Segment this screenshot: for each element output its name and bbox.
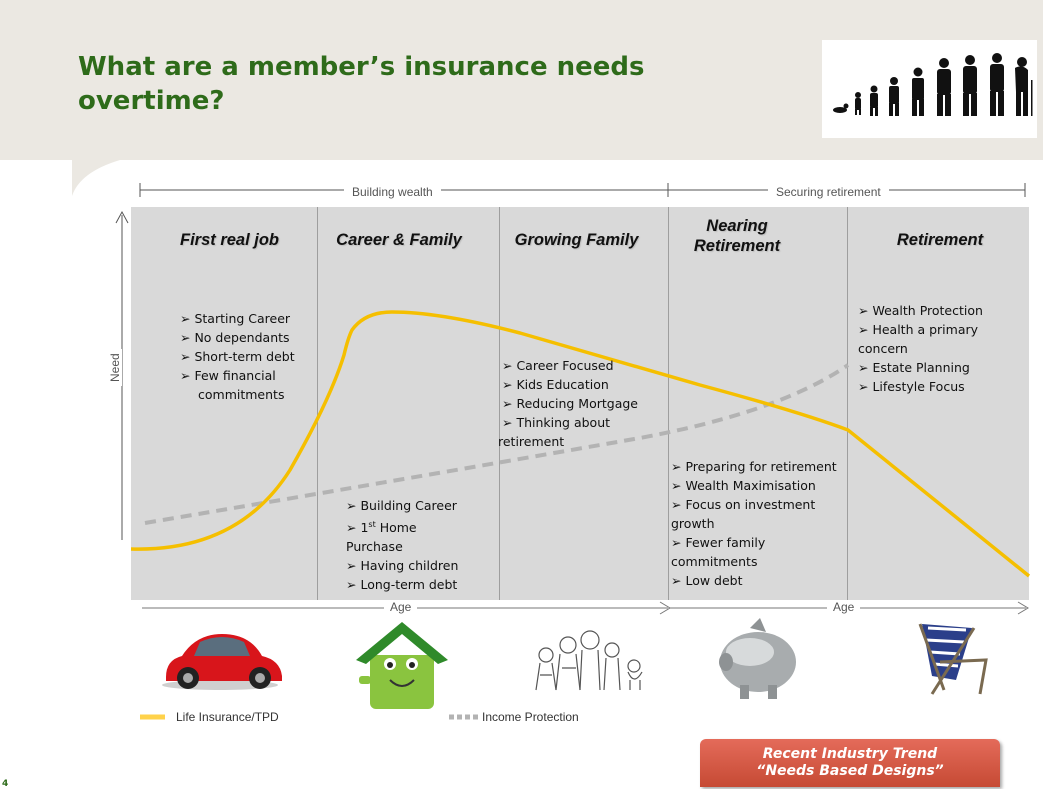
age-axis-label-right: Age [827,600,861,614]
list-item: ➢ Preparing for retirement [671,459,837,474]
list-item: ➢ Short-term debt [180,349,295,364]
list-item: ➢ Fewer family [671,535,766,550]
title-line-2: overtime? [78,86,225,116]
list-item: ➢ Career Focused [502,358,614,373]
diagram-panel [131,207,1029,600]
band-label-securing-retirement: Securing retirement [768,185,889,199]
life-insurance-line [130,310,1031,578]
list-item: commitments [671,554,758,569]
deck-chair-icon [918,623,988,695]
list-item: ➢ Wealth Protection [858,303,983,318]
stage-divider [499,207,500,600]
page-number: 4 [2,779,9,789]
list-item: ➢ Lifestyle Focus [858,379,965,394]
stage-divider [317,207,318,600]
stage-1-bullets: ➢ Starting Career ➢ No dependants ➢ Shor… [180,309,295,404]
stage-2-bullets: ➢ Building Career ➢ 1st Home Purchase ➢ … [346,496,458,594]
stage-4-bullets: ➢ Preparing for retirement ➢ Wealth Maxi… [671,457,837,590]
first-home-text: 1st Home [360,520,417,536]
legend-life-label: Life Insurance/TPD [176,710,279,724]
list-item: ➢ Health a primary [858,322,979,337]
stage-title-retirement: Retirement [896,231,984,249]
stage-5-bullets: ➢ Wealth Protection ➢ Health a primary c… [858,301,983,396]
list-item: ➢ Kids Education [502,377,609,392]
list-item: ➢ No dependants [180,330,290,345]
people-evolution-icon [822,40,1037,138]
list-item: ➢ Low debt [671,573,743,588]
list-item: Purchase [346,539,403,555]
list-item: concern [858,341,908,356]
page-title: What are a member’s insurance needs over… [78,50,645,118]
stage-divider [668,207,669,600]
stage-title-nearing-retirement: Nearing Retirement [668,216,806,256]
list-item: ➢ Focus on investment [671,497,816,512]
stage-title-first-real-job: First real job [179,231,280,249]
list-item: commitments [198,387,285,402]
badge-line-2: “Needs Based Designs” [756,763,944,779]
list-item: ➢ Long-term debt [346,577,458,593]
list-item: ➢ Few financial [180,368,276,383]
list-item: ➢ Wealth Maximisation [671,478,816,493]
stage-title-growing-family: Growing Family [514,231,639,249]
income-protection-line [144,363,850,525]
green-house-icon [356,622,448,709]
legend-income-label: Income Protection [482,710,579,724]
list-item: retirement [498,434,565,449]
family-drawing-icon [535,630,643,691]
list-item: ➢ 1st Home [346,520,417,536]
list-item: ➢ Having children [346,558,459,574]
list-item: ➢ Reducing Mortgage [502,396,638,411]
industry-trend-badge: Recent Industry Trend “Needs Based Desig… [700,739,1000,787]
badge-line-1: Recent Industry Trend [762,746,938,762]
stage-title-career-family: Career & Family [336,231,462,249]
stage-title-line: Nearing [706,217,768,235]
list-item: ➢ Starting Career [180,311,291,326]
stage-3-bullets: ➢ Career Focused ➢ Kids Education ➢ Redu… [498,356,638,451]
header-callout-tail [72,160,120,196]
stage-title-line: Retirement [693,237,781,255]
stage-divider [847,207,848,600]
red-car-icon [162,634,282,690]
list-item: ➢ Thinking about [502,415,611,430]
age-axis-label-left: Age [384,600,418,614]
list-item: ➢ Building Career [346,498,457,513]
list-item: growth [671,516,715,531]
list-item: ➢ Estate Planning [858,360,970,375]
band-label-building-wealth: Building wealth [344,185,441,199]
piggy-bank-icon [719,618,796,699]
title-line-1: What are a member’s insurance needs [78,52,645,82]
